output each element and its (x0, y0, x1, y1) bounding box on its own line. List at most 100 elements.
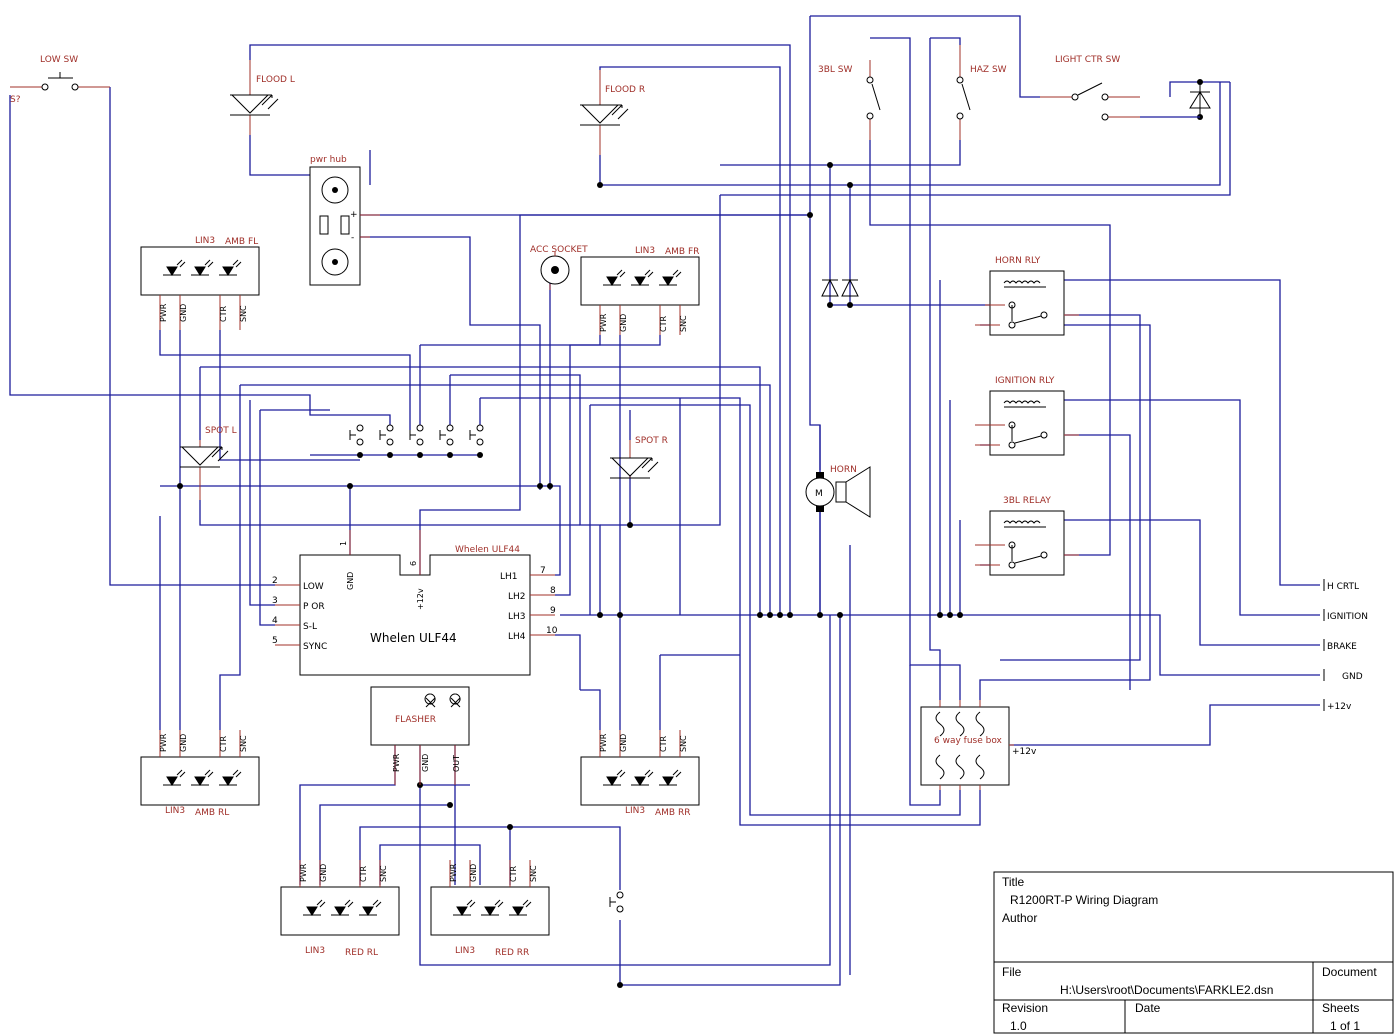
lightbar-amb-rr: LIN3 AMB RR PWR GND CTR SNC (580, 730, 700, 818)
revision-label: Revision (1002, 1001, 1048, 1015)
controller-pin-5: 5 (272, 636, 278, 646)
lightbar-amb-fr: LIN3 AMB FR PWR GND CTR SNC (580, 246, 700, 335)
flasher-label: FLASHER (395, 715, 436, 725)
lightbar-amb-fl-name: AMB FL (225, 237, 258, 247)
revision-value: 1.0 (1010, 1019, 1027, 1033)
sheets-label: Sheets (1322, 1001, 1359, 1015)
power-hub: pwr hub + - (309, 155, 380, 286)
ignition-relay: IGNITION RLY (975, 376, 1079, 456)
controller-pin-8: 8 (550, 586, 556, 596)
lightbar-red-rr-model: LIN3 (455, 946, 475, 956)
lightbar-red-rl-model: LIN3 (305, 946, 325, 956)
lightbar-amb-rl: LIN3 AMB RL PWR GND CTR SNC (140, 730, 260, 818)
controller-pin-12v: +12v (416, 588, 425, 610)
lightbar-amb-fl-model: LIN3 (195, 236, 215, 246)
controller-pin-1: 1 (339, 541, 348, 546)
lightbar-amb-fl-pin-ctr: CTR (219, 306, 228, 322)
flasher-pin-gnd: GND (421, 754, 430, 772)
bl3-relay-label: 3BL RELAY (1003, 496, 1051, 506)
lightbar-red-rl-pin-snc: SNC (379, 865, 388, 882)
controller-pin-gnd: GND (346, 572, 355, 590)
lightbar-amb-fr-pin-gnd: GND (619, 314, 628, 332)
ignition-relay-label: IGNITION RLY (995, 376, 1055, 386)
bl3-switch: 3BL SW (818, 60, 881, 140)
lightbar-amb-rr-pin-pwr: PWR (599, 733, 608, 752)
flood-left-label: FLOOD L (256, 75, 295, 85)
flasher: FLASHER PWR GND OUT (370, 686, 470, 785)
power-hub-plus: + (350, 210, 358, 220)
low-switch: LOW SW S? (10, 55, 110, 105)
spot-right: SPOT R (609, 436, 668, 479)
flood-right: FLOOD R (579, 70, 645, 155)
connector-brake: BRAKE (1327, 642, 1357, 652)
lightbar-red-rr-name: RED RR (495, 948, 529, 958)
junction-dots (177, 79, 1203, 988)
lightbar-red-rr-pin-ctr: CTR (509, 866, 518, 882)
controller-pin-9: 9 (550, 606, 556, 616)
fuse-box: 6 way fuse box +12v (920, 700, 1037, 790)
lightbar-red-rl-pin-ctr: CTR (359, 866, 368, 882)
power-hub-minus: - (351, 233, 354, 243)
lightbar-amb-rl-pin-snc: SNC (239, 735, 248, 752)
connector-ignition: IGNITION (1327, 612, 1368, 622)
lightbar-red-rr-pin-snc: SNC (529, 865, 538, 882)
lightbar-amb-rr-pin-ctr: CTR (659, 736, 668, 752)
file-value: H:\Users\root\Documents\FARKLE2.dsn (1060, 983, 1273, 997)
lightbar-red-rl-pin-pwr: PWR (299, 863, 308, 882)
lightbar-red-rl: LIN3 RED RL PWR GND CTR SNC (280, 860, 400, 958)
horn: M HORN (805, 465, 871, 518)
controller-pin-por: P OR (303, 602, 325, 612)
title-value: R1200RT-P Wiring Diagram (1010, 893, 1158, 907)
file-label: File (1002, 965, 1022, 979)
lightbar-amb-fr-pin-snc: SNC (679, 315, 688, 332)
bl3-switch-label: 3BL SW (818, 65, 852, 75)
connector-gnd: GND (1342, 672, 1363, 682)
hazard-switch-label: HAZ SW (970, 65, 1007, 75)
accessory-socket: ACC SOCKET (530, 245, 588, 290)
lightbar-amb-fl: LIN3 AMB FL PWR GND CTR SNC (140, 236, 260, 330)
diode-light-ctr (1140, 82, 1211, 118)
offpage-connectors: H CRTL IGNITION BRAKE GND +12v (1323, 579, 1368, 712)
lightbar-amb-rl-name: AMB RL (195, 808, 229, 818)
controller-pin-6: 6 (409, 561, 418, 566)
sheets-value: 1 of 1 (1330, 1019, 1360, 1033)
horn-relay: HORN RLY (975, 256, 1079, 336)
title-block: Title R1200RT-P Wiring Diagram Author Fi… (993, 871, 1394, 1034)
flasher-pin-pwr: PWR (392, 753, 401, 772)
horn-relay-label: HORN RLY (995, 256, 1041, 266)
spot-left-label: SPOT L (205, 426, 237, 436)
controller-pin-lh3: LH3 (508, 612, 526, 622)
lightbar-amb-fr-name: AMB FR (665, 247, 699, 257)
controller-pin-low: LOW (303, 582, 324, 592)
lightbar-red-rl-name: RED RL (345, 948, 378, 958)
lightbar-amb-rl-model: LIN3 (165, 806, 185, 816)
controller-pin-4: 4 (272, 616, 278, 626)
spot-left: SPOT L (179, 426, 237, 500)
wiring (9, 15, 1320, 986)
lightbar-amb-fl-pin-snc: SNC (239, 305, 248, 322)
fuse-box-input: +12v (1012, 747, 1037, 757)
controller-pin-sync: SYNC (303, 642, 327, 652)
power-hub-label: pwr hub (310, 155, 347, 165)
controller-title: Whelen ULF44 (370, 631, 457, 645)
spot-right-label: SPOT R (635, 436, 668, 446)
controller-pin-lh2: LH2 (508, 592, 526, 602)
lightbar-amb-rr-name: AMB RR (655, 808, 690, 818)
lightbar-amb-rr-pin-gnd: GND (619, 734, 628, 752)
title-label: Title (1002, 875, 1025, 889)
controller-pin-3: 3 (272, 596, 278, 606)
controller-pin-sl: S-L (303, 622, 317, 632)
horn-motor-symbol: M (815, 489, 823, 499)
light-ctr-switch-label: LIGHT CTR SW (1055, 55, 1120, 65)
lightbar-amb-rr-model: LIN3 (625, 806, 645, 816)
diode-pair (821, 278, 859, 297)
controller-pin-lh4: LH4 (508, 632, 526, 642)
lightbar-amb-rl-pin-ctr: CTR (219, 736, 228, 752)
connector-h-ctrl: H CRTL (1327, 582, 1359, 592)
lightbar-red-rl-pin-gnd: GND (319, 864, 328, 882)
low-switch-label: LOW SW (40, 55, 78, 65)
lightbar-amb-fr-model: LIN3 (635, 246, 655, 256)
connector-12v: +12v (1327, 702, 1352, 712)
bl3-relay: 3BL RELAY (975, 496, 1079, 576)
document-label: Document (1322, 965, 1377, 979)
